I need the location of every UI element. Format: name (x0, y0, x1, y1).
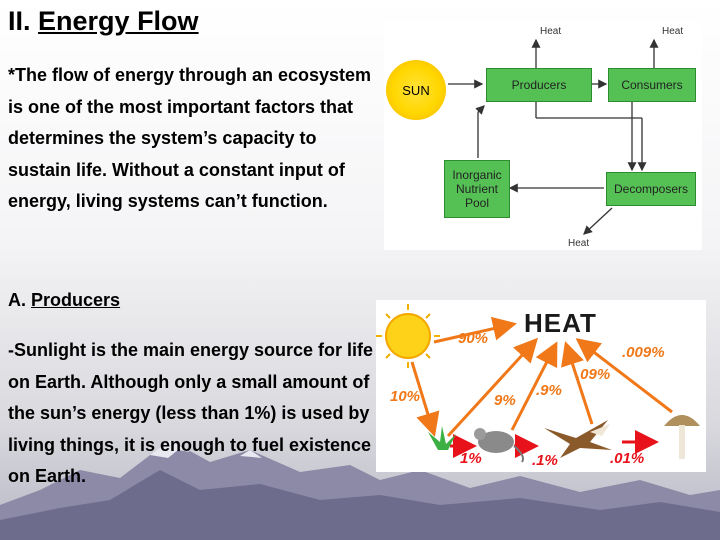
sun-node: SUN (386, 60, 446, 120)
subheading-letter: A. (8, 290, 26, 310)
heat-label-left: Heat (540, 26, 562, 37)
nutrient-pool-box: Inorganic Nutrient Pool (444, 160, 510, 218)
sunlight-paragraph: -Sunlight is the main energy source for … (8, 340, 374, 486)
pct-09: .9% (536, 382, 562, 399)
producers-box: Producers (486, 68, 592, 102)
pct-10: 10% (390, 388, 421, 405)
title-numeral: II. (8, 6, 31, 36)
energy-flow-arrows (448, 38, 659, 235)
pct-09b: .09% (576, 366, 611, 383)
pool-line-3: Pool (464, 196, 490, 210)
plant-icon (428, 426, 456, 450)
pool-line-1: Inorganic (452, 168, 502, 182)
pct-1: 1% (460, 450, 482, 467)
heat-loss-graphics (376, 304, 700, 463)
heat-label-bottom: Heat (568, 238, 590, 249)
heat-heading: HEAT (524, 308, 597, 338)
pct-9: 9% (494, 392, 516, 409)
decomposers-box: Decomposers (606, 172, 696, 206)
mouse-icon (474, 428, 524, 463)
pct-01: .1% (532, 452, 558, 469)
subheading-label: Producers (31, 290, 121, 310)
heat-label-right: Heat (662, 26, 684, 37)
heat-loss-diagram: HEAT 90% 10% 9% .9% .009% .09% 1% .1% .0… (376, 300, 706, 472)
energy-flow-diagram: SUN Producers Consumers Decomposers Inor… (384, 22, 702, 250)
pct-90: 90% (458, 330, 489, 347)
pool-line-2: Nutrient (455, 182, 499, 196)
producers-subheading: A. Producers (8, 290, 120, 311)
mushroom-icon (664, 415, 700, 459)
intro-paragraph: *The flow of energy through an ecosystem… (8, 65, 372, 211)
sun-icon (376, 304, 440, 368)
hawk-icon (544, 420, 612, 458)
slide-title: II. Energy Flow (8, 6, 199, 37)
consumers-box: Consumers (608, 68, 696, 102)
pct-001: .01% (610, 450, 645, 467)
pct-009: .009% (622, 344, 665, 361)
title-text: Energy Flow (38, 6, 199, 36)
